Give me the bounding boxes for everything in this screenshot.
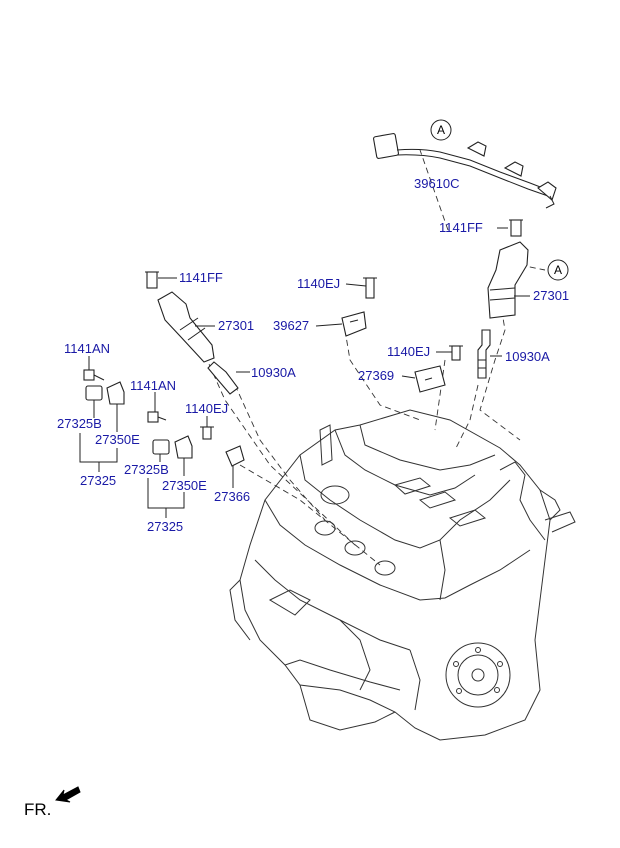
label-bolt-1141an-b[interactable]: 1141AN	[130, 378, 176, 393]
ref-marker-a-right: A	[547, 259, 569, 281]
dashed-leaders	[204, 149, 546, 566]
wiring-harness	[373, 133, 557, 209]
label-bracket-39627[interactable]: 39627	[273, 318, 309, 333]
spark-plug-right	[477, 329, 491, 379]
ref-marker-a-top: A	[430, 119, 452, 141]
label-bolt-1141ff-right[interactable]: 1141FF	[439, 220, 483, 235]
label-bracket-27366[interactable]: 27366	[214, 489, 250, 504]
label-coil-left[interactable]: 27301	[218, 318, 254, 333]
ignition-coil-left	[145, 271, 239, 395]
front-arrow-icon	[55, 786, 81, 803]
label-bracket-27369[interactable]: 27369	[358, 368, 394, 383]
label-bolt-1140ej-left[interactable]: 1140EJ	[185, 401, 228, 416]
label-bolt-1141an-a[interactable]: 1141AN	[64, 341, 110, 356]
label-leaders	[79, 227, 530, 518]
label-cond-27350e-a[interactable]: 27350E	[95, 432, 140, 447]
label-bolt-1140ej-mid[interactable]: 1140EJ	[387, 344, 430, 359]
label-coil-right[interactable]: 27301	[533, 288, 569, 303]
front-label: FR.	[24, 800, 51, 819]
ignition-coil-right	[487, 219, 529, 319]
label-cond-27350e-b[interactable]: 27350E	[162, 478, 207, 493]
svg-text:A: A	[437, 123, 445, 137]
label-harness[interactable]: 39610C	[414, 176, 460, 191]
engine-block	[229, 409, 576, 741]
label-plug-left[interactable]: 10930A	[251, 365, 296, 380]
label-plug-right[interactable]: 10930A	[505, 349, 550, 364]
svg-text:A: A	[554, 263, 562, 277]
label-cond-27325b-a[interactable]: 27325B	[57, 416, 102, 431]
front-direction-indicator: FR.	[24, 786, 81, 819]
small-parts	[83, 277, 463, 467]
label-bolt-1140ej-top[interactable]: 1140EJ	[297, 276, 340, 291]
label-cond-27325-b[interactable]: 27325	[147, 519, 183, 534]
label-cond-27325b-b[interactable]: 27325B	[124, 462, 169, 477]
label-bolt-1141ff-left[interactable]: 1141FF	[179, 270, 223, 285]
label-cond-27325-a[interactable]: 27325	[80, 473, 116, 488]
